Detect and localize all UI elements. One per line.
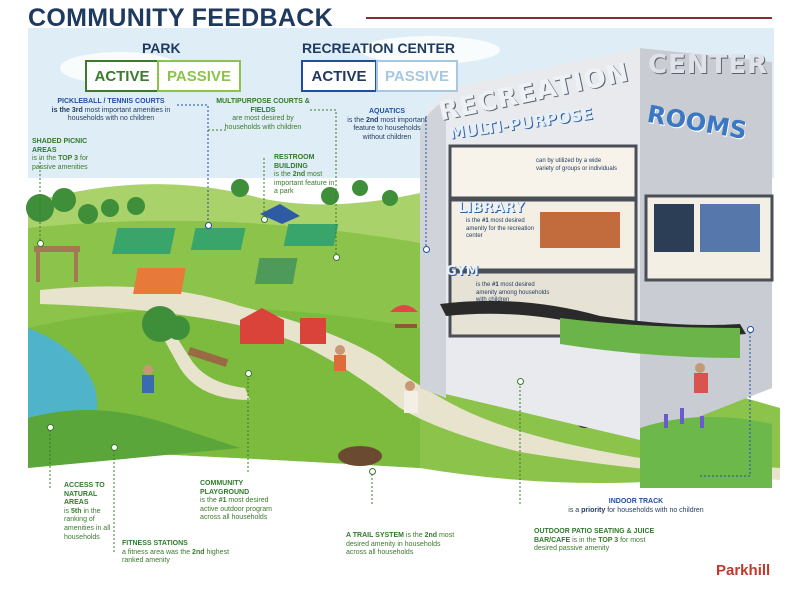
pergola (34, 246, 80, 252)
callout-library-note: is the #1 most desired amenity for the r… (466, 218, 535, 239)
track-marker (747, 326, 754, 333)
callout-pickleball: PICKLEBALL / TENNIS COURTS is the 3rd mo… (51, 98, 171, 123)
callout-indoor-track: INDOOR TRACK is a priority for household… (568, 498, 704, 514)
library-label: LIBRARY (458, 200, 525, 216)
callout-patio: OUTDOOR PATIO SEATING & JUICE BAR/CAFE i… (534, 528, 655, 553)
callout-restroom: RESTROOM BUILDING is the 2nd most import… (274, 154, 335, 196)
callout-heading: A TRAIL SYSTEM (346, 532, 404, 539)
page-title: COMMUNITY FEEDBACK (28, 4, 333, 32)
parkhill-logo: Parkhill (716, 562, 771, 579)
callout-heading: AQUATICS (368, 108, 406, 115)
callout-heading: PICKLEBALL / TENNIS COURTS (57, 98, 165, 105)
callout-shaded-picnic: SHADED PICNIC AREAS is in the TOP 3 for … (32, 138, 89, 171)
callout-trail: A TRAIL SYSTEM is the 2nd most desired a… (346, 532, 455, 557)
trees (26, 179, 398, 342)
floor-rooms (448, 144, 638, 200)
callout-natural-areas: ACCESS TO NATURAL AREAS is 5th in the ra… (64, 482, 111, 541)
natural-marker (47, 424, 54, 431)
rec-active-tag: ACTIVE (301, 60, 377, 92)
callout-heading: FITNESS STATIONS (122, 540, 188, 547)
callout-heading: SHADED PICNIC AREAS (32, 138, 88, 154)
callout-fitness: FITNESS STATIONS a fitness area was the … (122, 540, 230, 565)
gym-label: GYM (446, 264, 479, 279)
callout-heading: INDOOR TRACK (608, 498, 664, 505)
pickleball-marker (205, 222, 212, 229)
rec-heading: RECREATION CENTER (302, 40, 455, 56)
restroom-roof (260, 204, 300, 224)
callout-heading: ACCESS TO NATURAL AREAS (64, 482, 105, 507)
playground-marker (245, 370, 252, 377)
people (142, 345, 708, 413)
callout-heading: COMMUNITY PLAYGROUND (200, 480, 250, 496)
restroom-marker (261, 216, 268, 223)
callout-multipurpose: MULTIPURPOSE COURTS & FIELDS are most de… (216, 98, 310, 131)
callout-heading: OUTDOOR PATIO SEATING & JUICE BAR/CAFE (534, 528, 655, 544)
callout-heading: MULTIPURPOSE COURTS & FIELDS (216, 98, 310, 114)
flowers (664, 408, 704, 428)
tennis-court (111, 228, 176, 254)
callout-heading: RESTROOM BUILDING (274, 154, 315, 170)
infographic-scene: PARK ACTIVE PASSIVE RECREATION CENTER AC… (0, 28, 800, 596)
foreground-grass (28, 410, 240, 468)
illustration (26, 28, 780, 552)
building-word-center: CENTER (648, 50, 769, 80)
patio-marker (517, 378, 524, 385)
title-rule (366, 17, 772, 19)
dog (338, 446, 382, 466)
bench (187, 347, 229, 367)
aquatics-marker (423, 246, 430, 253)
callout-gym-note: is the #1 most desired amenity among hou… (476, 282, 550, 303)
playground-area (133, 268, 186, 294)
park-active-tag: ACTIVE (85, 60, 159, 92)
picnic-marker (37, 240, 44, 247)
park-passive-tag: PASSIVE (157, 60, 241, 92)
fitness-marker (111, 444, 118, 451)
callout-aquatics: AQUATICS is the 2nd most important featu… (347, 108, 427, 141)
park-heading: PARK (142, 40, 181, 56)
callout-rooms-note: can by utilized by a wide variety of gro… (536, 158, 618, 172)
callout-playground: COMMUNITY PLAYGROUND is the #1 most desi… (200, 480, 272, 522)
rec-passive-tag: PASSIVE (376, 60, 458, 92)
trail-marker (369, 468, 376, 475)
courts-marker (333, 254, 340, 261)
